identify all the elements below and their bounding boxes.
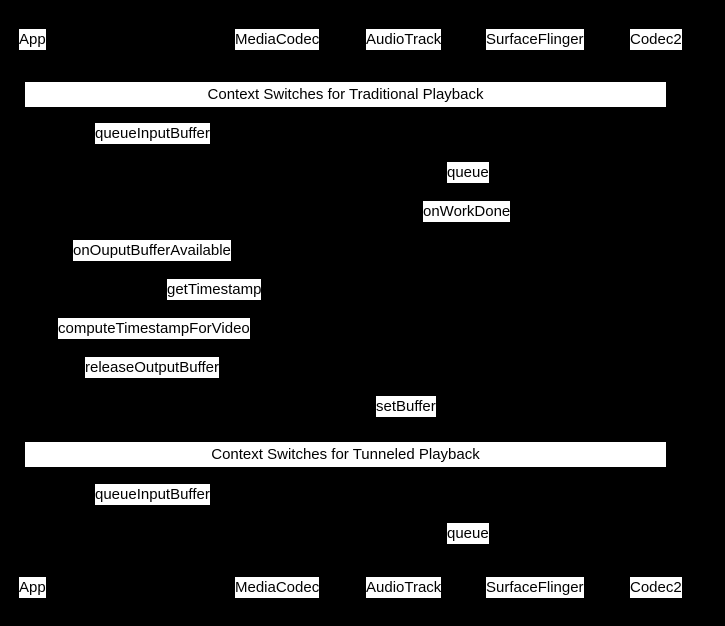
lifeline-surfaceflinger xyxy=(538,52,539,575)
participant-bottom-surfaceflinger: SurfaceFlinger xyxy=(486,577,584,598)
participant-bottom-mediacodec: MediaCodec xyxy=(235,577,320,598)
participant-bottom-codec2: Codec2 xyxy=(630,577,682,598)
lifeline-app xyxy=(35,52,36,575)
message-label-onWorkDone: onWorkDone xyxy=(423,201,511,222)
participant-top-audiotrack: AudioTrack xyxy=(366,29,442,50)
participant-top-mediacodec: MediaCodec xyxy=(235,29,320,50)
message-label-queueInputBuffer-1: queueInputBuffer xyxy=(95,123,210,144)
message-label-getTimestamp: getTimestamp xyxy=(167,279,262,300)
message-label-releaseOutputBuffer: releaseOutputBuffer xyxy=(85,357,219,378)
lifeline-codec2 xyxy=(657,52,658,575)
section-title-traditional-playback: Context Switches for Traditional Playbac… xyxy=(24,81,667,108)
lifeline-audiotrack xyxy=(406,52,407,575)
message-label-setBuffer: setBuffer xyxy=(376,396,436,417)
participant-top-codec2: Codec2 xyxy=(630,29,682,50)
participant-bottom-app: App xyxy=(19,577,46,598)
message-label-queue-1: queue xyxy=(447,162,489,183)
lifeline-mediacodec xyxy=(282,52,283,575)
section-title-tunneled-playback: Context Switches for Tunneled Playback xyxy=(24,441,667,468)
message-label-computeTimestampForVideo: computeTimestampForVideo xyxy=(58,318,250,339)
participant-bottom-audiotrack: AudioTrack xyxy=(366,577,442,598)
participant-top-app: App xyxy=(19,29,46,50)
message-label-queueInputBuffer-2: queueInputBuffer xyxy=(95,484,210,505)
participant-top-surfaceflinger: SurfaceFlinger xyxy=(486,29,584,50)
message-label-queue-2: queue xyxy=(447,523,489,544)
message-label-onOuputBufferAvailable: onOuputBufferAvailable xyxy=(73,240,231,261)
